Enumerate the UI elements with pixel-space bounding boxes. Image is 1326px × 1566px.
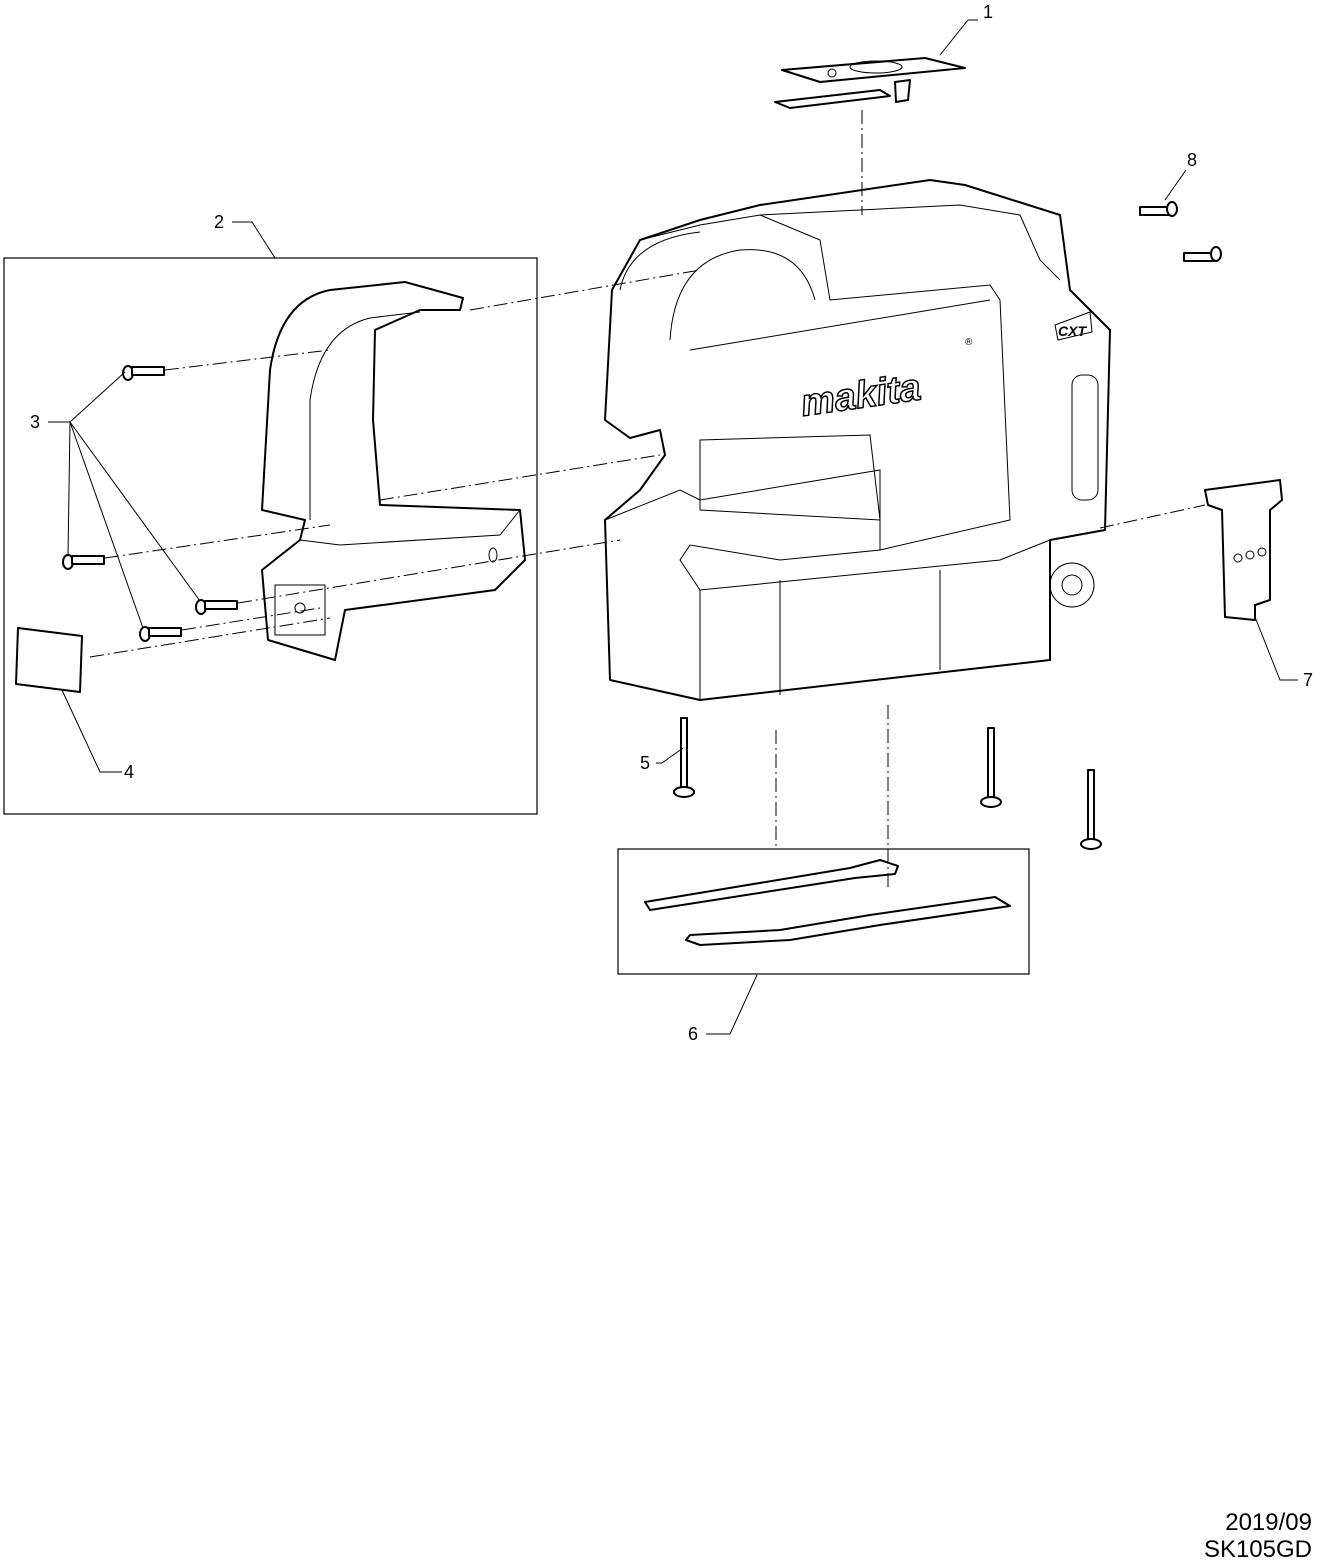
part-8-screws <box>1139 201 1222 262</box>
part-6-strips <box>644 859 1011 946</box>
part-3-screws <box>62 365 238 642</box>
part-1-top-plate <box>774 57 966 109</box>
part-4-plate <box>15 627 83 693</box>
part-2-cover <box>261 281 526 661</box>
callout-leaders <box>48 19 1298 1035</box>
callout-1: 1 <box>983 2 993 22</box>
cxt-mark: CXT <box>1058 323 1087 339</box>
assembly-box-6 <box>617 848 1030 975</box>
assembly-center-lines <box>89 110 1206 890</box>
callout-3: 3 <box>30 412 40 432</box>
callout-labels: 1 2 3 4 5 6 7 8 <box>30 2 1313 1044</box>
part-7-bracket <box>1204 479 1283 621</box>
part-5-screws <box>673 717 1102 850</box>
main-housing: CXT makita ® <box>604 179 1111 701</box>
callout-6: 6 <box>688 1024 698 1044</box>
assembly-box-2 <box>3 257 538 815</box>
callout-5: 5 <box>640 753 650 773</box>
footer-date: 2019/09 <box>1225 1509 1312 1536</box>
callout-4: 4 <box>124 762 134 782</box>
callout-7: 7 <box>1303 670 1313 690</box>
footer-model: SK105GD <box>1203 1536 1312 1563</box>
svg-text:®: ® <box>965 337 973 348</box>
callout-2: 2 <box>214 212 224 232</box>
callout-8: 8 <box>1187 150 1197 170</box>
